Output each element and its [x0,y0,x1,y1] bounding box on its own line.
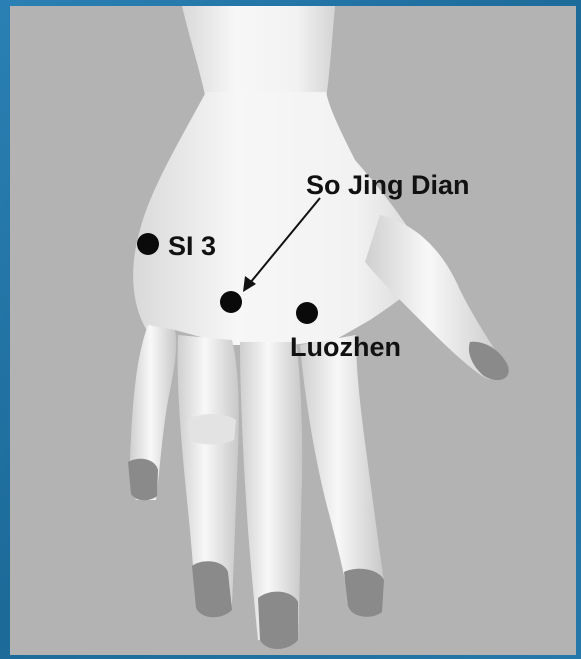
index-finger [300,335,384,585]
si3-label: SI 3 [168,233,216,260]
middle-finger-nail [258,592,298,649]
ring-finger-nail [192,561,232,617]
little-finger-nail [128,459,158,501]
ring-finger-knuckle [188,414,236,445]
si3-marker [137,233,159,255]
thumb-nail [469,342,509,380]
luozhen-label: Luozhen [290,334,401,361]
forearm [182,6,335,100]
index-finger-nail [344,569,384,617]
so-jing-dian-marker [220,291,242,313]
luozhen-marker [296,302,318,324]
so-jing-dian-label: So Jing Dian [306,172,470,199]
